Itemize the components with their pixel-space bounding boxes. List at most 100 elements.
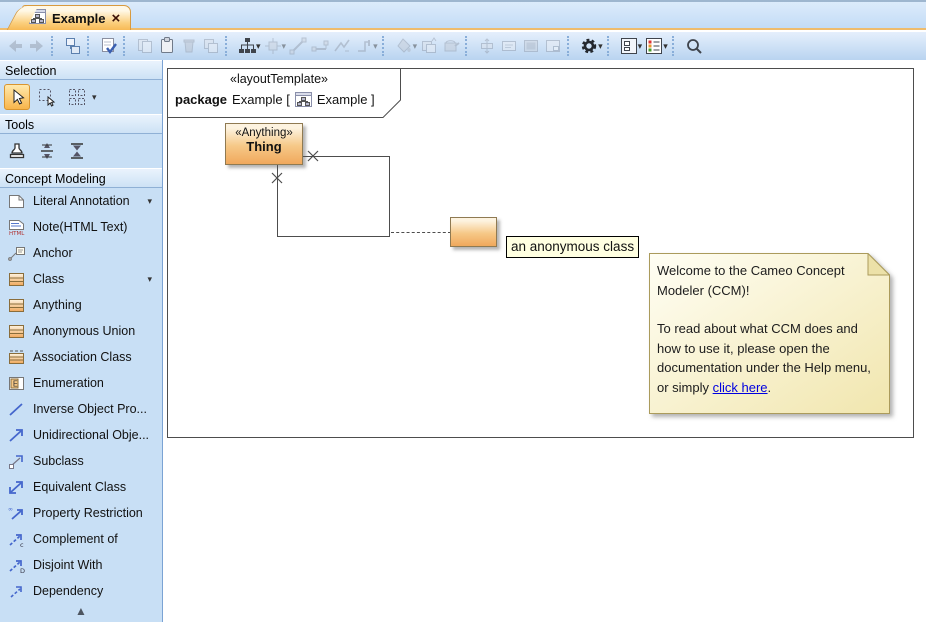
multi-select-button[interactable] [64, 84, 90, 110]
diagram-icon [29, 9, 46, 27]
marquee-select-button[interactable] [34, 84, 60, 110]
section-concept-modeling[interactable]: Concept Modeling [0, 168, 162, 188]
palette-item-property-restriction[interactable]: ∞ Property Restriction [8, 505, 143, 521]
inverse-object-property-icon [9, 402, 23, 416]
edit-image-icon[interactable] [520, 35, 542, 57]
dependency-icon [10, 585, 22, 598]
pointer-tool-button[interactable] [4, 84, 30, 110]
diagram-canvas[interactable]: «layoutTemplate» package Example [ Examp… [164, 60, 926, 622]
palette-item-subclass[interactable]: Subclass [0, 448, 162, 474]
make-same-width-icon[interactable] [476, 35, 498, 57]
multi-select-dropdown-icon[interactable]: ▾ [92, 91, 97, 102]
diagram-window-icon[interactable] [618, 35, 640, 57]
frame-keyword: package [175, 92, 228, 107]
align-icon[interactable] [262, 35, 284, 57]
section-tools[interactable]: Tools [0, 114, 162, 134]
settings-dropdown-icon[interactable]: ▾ [598, 40, 603, 51]
toolbar-separator [225, 36, 231, 56]
stamp-tool-button[interactable] [4, 138, 30, 164]
class-dropdown-icon[interactable]: ▾ [147, 273, 152, 284]
forward-icon[interactable] [26, 35, 48, 57]
palette-item-equivalent-class[interactable]: Equivalent Class [0, 474, 162, 500]
anything-icon [9, 298, 24, 312]
association-edge-right[interactable] [389, 156, 390, 237]
palette-item-anonymous-union[interactable]: Anonymous Union [0, 318, 162, 344]
section-selection[interactable]: Selection [0, 60, 162, 80]
palette-item-complement-of[interactable]: c Complement of [0, 526, 162, 552]
class-icon [9, 272, 24, 286]
show-window-icon[interactable] [542, 35, 564, 57]
anonymous-class-box[interactable] [450, 217, 497, 247]
vertical-compress-button[interactable] [64, 138, 90, 164]
tab-example[interactable]: Example × [22, 5, 132, 30]
copy-with-style-icon[interactable] [200, 35, 222, 57]
insert-line-icon[interactable] [287, 35, 309, 57]
toolbar-separator [123, 36, 129, 56]
align-dropdown-icon[interactable]: ▾ [281, 40, 287, 51]
format-copier-icon[interactable] [418, 35, 440, 57]
frame-name-open: Example [ [232, 92, 290, 107]
rearrange-dropdown-icon[interactable]: ▾ [256, 40, 261, 51]
palette-item-enumeration[interactable]: E Enumeration [0, 370, 162, 396]
check-diagram-icon[interactable] [98, 35, 120, 57]
anonymous-class-link[interactable] [391, 232, 451, 233]
paste-icon[interactable] [156, 35, 178, 57]
literal-annotation-icon [9, 194, 24, 208]
vertical-distribute-button[interactable] [34, 138, 60, 164]
palette-item-disjoint-with[interactable]: D Disjoint With [0, 552, 162, 578]
disjoint-with-icon: D [9, 559, 25, 574]
insert-polyline-icon[interactable] [331, 35, 353, 57]
palette-item-anchor[interactable]: Anchor [0, 240, 162, 266]
selection-tools-row: ▾ [0, 80, 162, 114]
unidirectional-object-property-icon [9, 428, 23, 442]
association-edge-bottom[interactable] [277, 236, 390, 237]
settings-gear-icon[interactable] [578, 35, 600, 57]
orthogonal-path-icon[interactable] [353, 35, 375, 57]
welcome-note[interactable] [649, 252, 891, 414]
association-edge-left[interactable] [277, 165, 278, 237]
package-frame-header[interactable]: «layoutTemplate» package Example [ Examp… [167, 68, 401, 118]
palette-item-literal-annotation[interactable]: Literal Annotation ▾ [0, 188, 162, 214]
main-toolbar: ▾ ▾ ▾ ▾ ▾ ▾ ▾ [0, 32, 926, 60]
palette-item-unidirectional-object-property[interactable]: Unidirectional Obje... [0, 422, 162, 448]
edit-text-icon[interactable] [498, 35, 520, 57]
rearrange-hierarchy-icon[interactable] [236, 35, 258, 57]
legend-dropdown-icon[interactable]: ▾ [663, 40, 668, 51]
palette-item-inverse-object-property[interactable]: Inverse Object Pro... [0, 396, 162, 422]
tab-close-icon[interactable]: × [111, 9, 121, 27]
palette-scroll-up-icon[interactable]: ▲ [75, 604, 87, 618]
back-icon[interactable] [4, 35, 26, 57]
copy-icon[interactable] [134, 35, 156, 57]
palette-item-note-html[interactable]: HTML Note(HTML Text) [9, 219, 128, 236]
fill-color-dropdown-icon[interactable]: ▾ [412, 40, 418, 51]
legend-icon[interactable] [643, 35, 665, 57]
anonymous-class-label[interactable]: an anonymous class [506, 236, 640, 258]
toolbar-separator [87, 36, 93, 56]
anchor-icon [8, 246, 25, 261]
svg-text:D: D [20, 567, 25, 574]
insert-path-icon[interactable] [309, 35, 331, 57]
toolbar-separator [567, 36, 573, 56]
subclass-icon [9, 454, 23, 469]
palette-item-dependency[interactable]: Dependency [0, 578, 162, 604]
apply-style-icon[interactable] [440, 35, 462, 57]
delete-icon[interactable] [178, 35, 200, 57]
thing-class-box[interactable]: «Anything» Thing [225, 123, 303, 165]
literal-annotation-dropdown-icon[interactable]: ▾ [147, 195, 152, 206]
show-containment-icon[interactable] [62, 35, 84, 57]
palette-item-class[interactable]: Class ▾ [0, 266, 162, 292]
palette-item-anything[interactable]: Anything [0, 292, 162, 318]
association-edge-top[interactable] [303, 156, 390, 157]
fill-color-icon[interactable] [393, 35, 415, 57]
orthogonal-dropdown-icon[interactable]: ▾ [373, 40, 378, 51]
thing-stereotype: «Anything» [235, 127, 293, 139]
thing-name: Thing [246, 139, 282, 154]
toolbar-separator [381, 36, 388, 56]
diagram-window-dropdown-icon[interactable]: ▾ [637, 40, 643, 51]
note-html-icon: HTML [9, 219, 25, 236]
anonymous-union-icon [9, 324, 24, 338]
search-icon[interactable] [683, 35, 705, 57]
palette-item-association-class[interactable]: Association Class [0, 344, 162, 370]
click-here-link[interactable]: click here [712, 379, 768, 395]
